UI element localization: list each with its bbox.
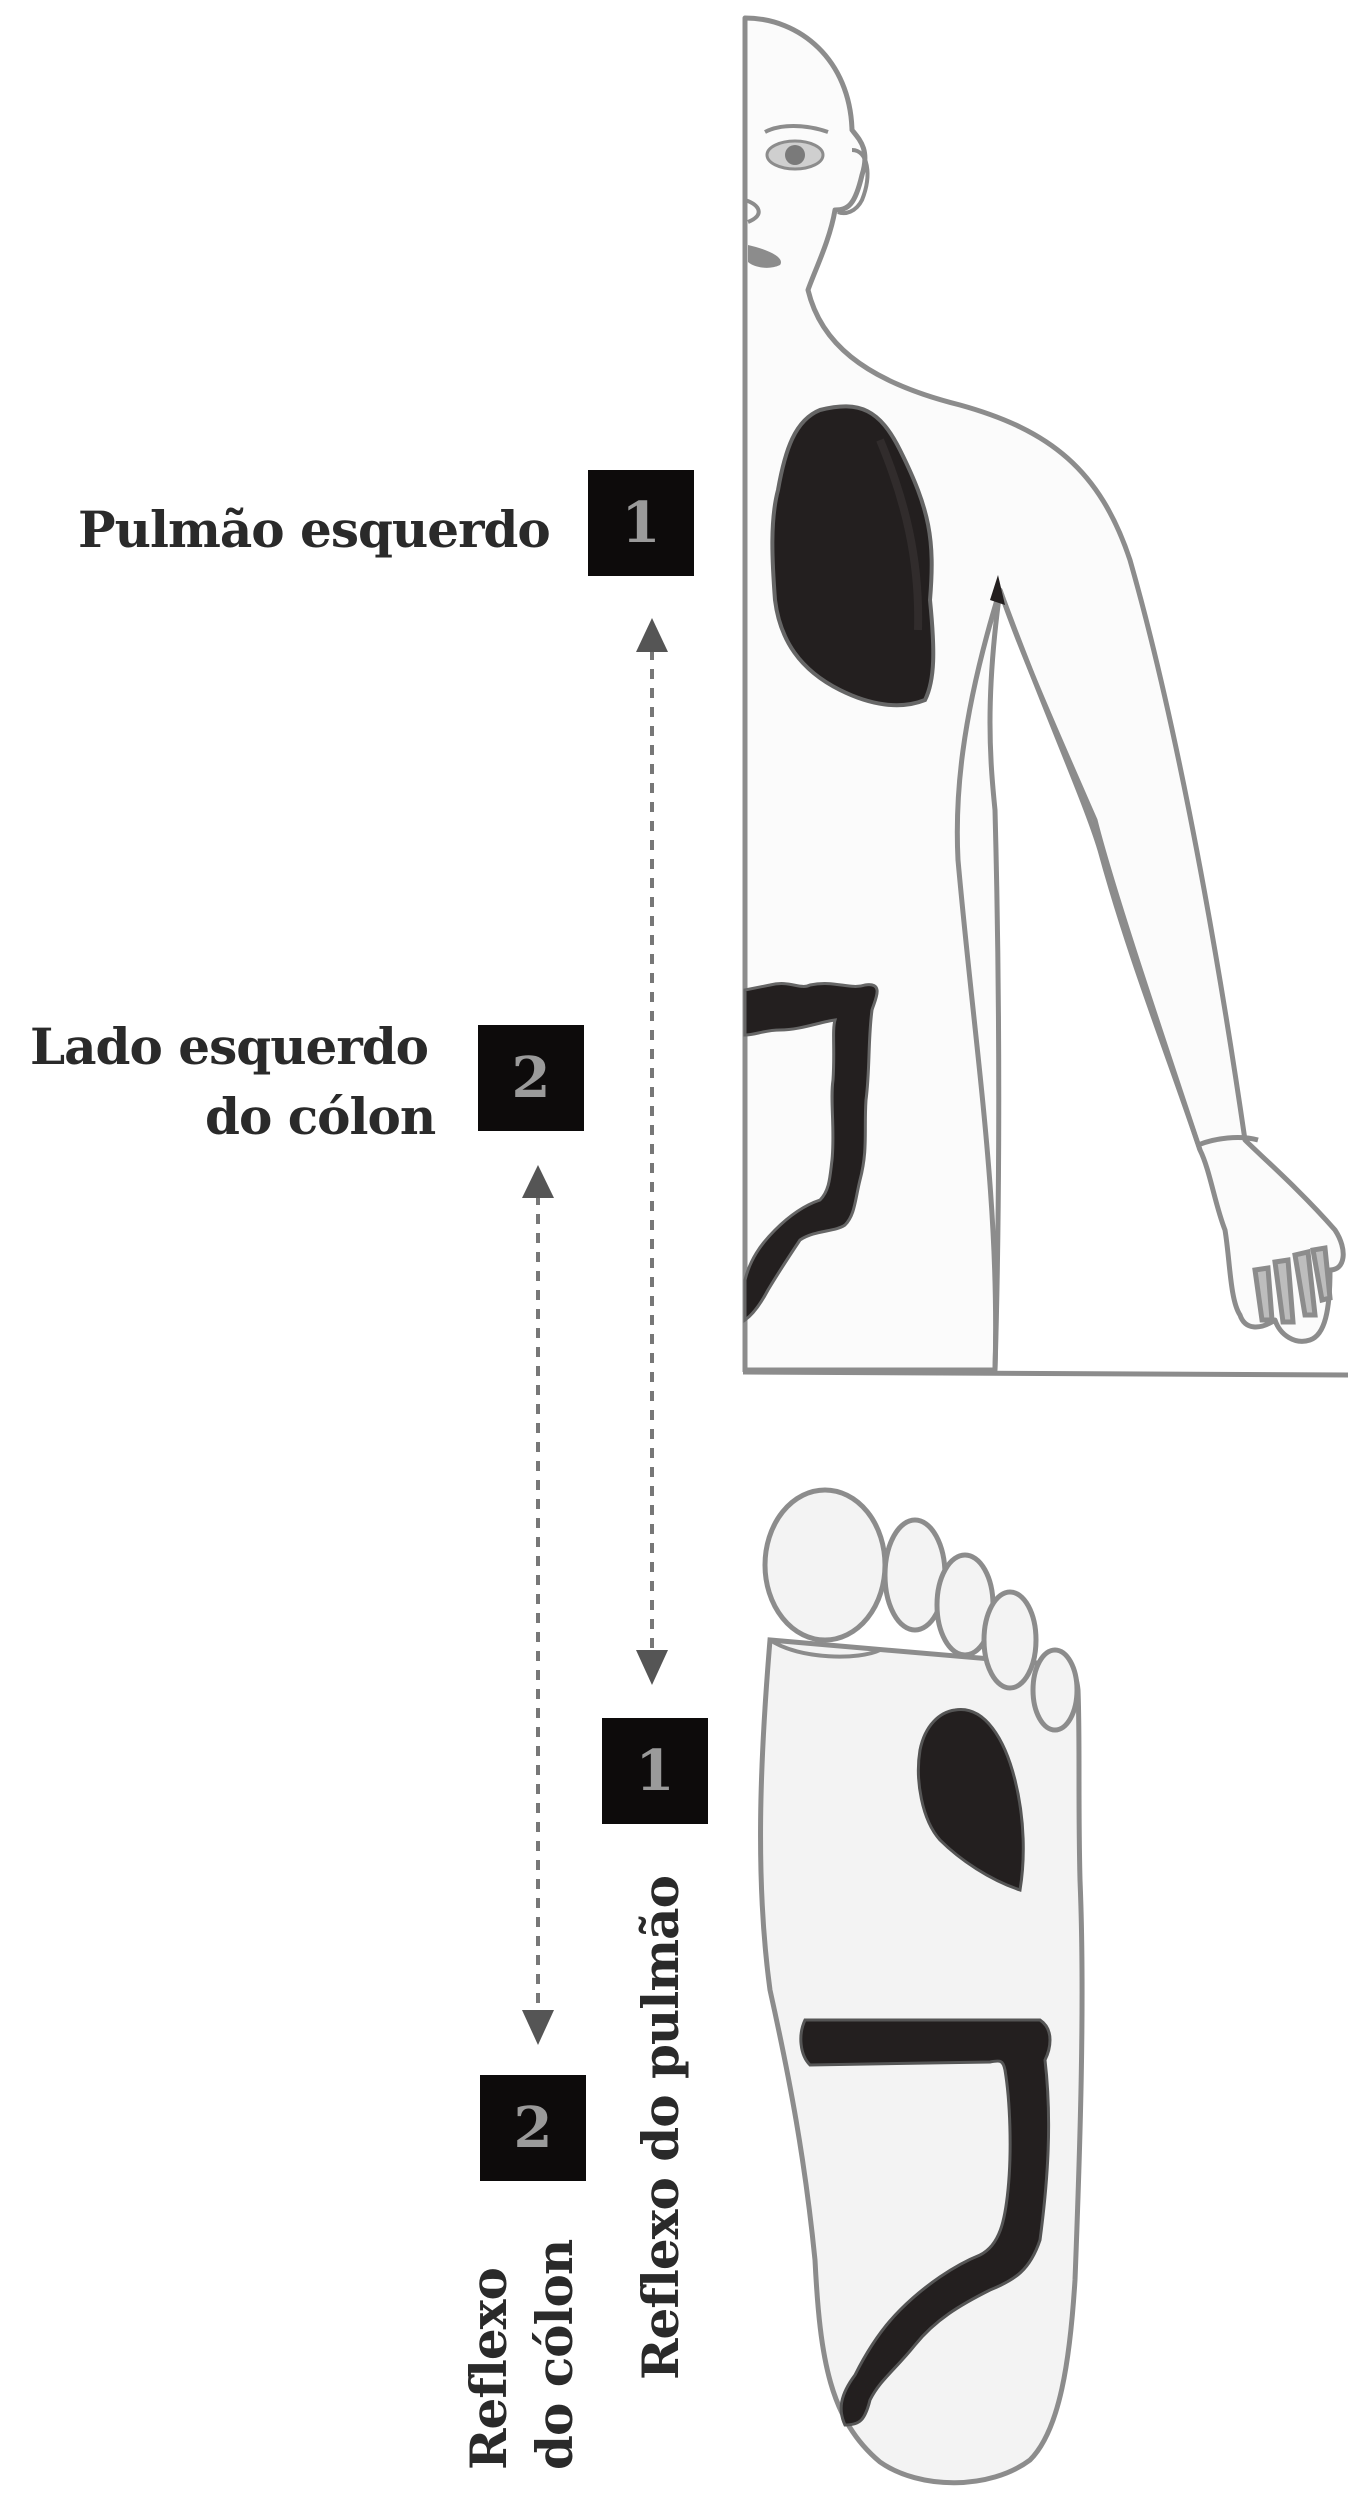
arrowhead-lung-up xyxy=(636,618,668,652)
arrowhead-colon-up xyxy=(522,1165,554,1198)
arrowhead-lung-down xyxy=(636,1650,668,1685)
body-half-figure xyxy=(743,18,1348,1375)
foot-figure xyxy=(761,1490,1083,2483)
arrowhead-colon-down xyxy=(522,2010,554,2045)
badge-lung-foot: 1 xyxy=(602,1718,708,1824)
label-colon-reflex-line2: do cólon xyxy=(524,2240,587,2470)
badge-lung-body: 1 xyxy=(588,470,694,576)
body-baseline xyxy=(743,1372,1348,1375)
label-colon-line2: do cólon xyxy=(205,1092,435,1142)
badge-colon-foot: 2 xyxy=(480,2075,586,2181)
big-toe xyxy=(765,1490,885,1640)
label-lung-reflex: Reflexo do pulmão xyxy=(630,1876,693,2380)
label-left-lung: Pulmão esquerdo xyxy=(78,505,550,555)
label-colon-reflex-line1: Reflexo xyxy=(458,2268,521,2470)
arrowheads xyxy=(522,618,668,2045)
badge-colon-body: 2 xyxy=(478,1025,584,1131)
label-colon-line1: Lado esquerdo xyxy=(30,1022,428,1072)
